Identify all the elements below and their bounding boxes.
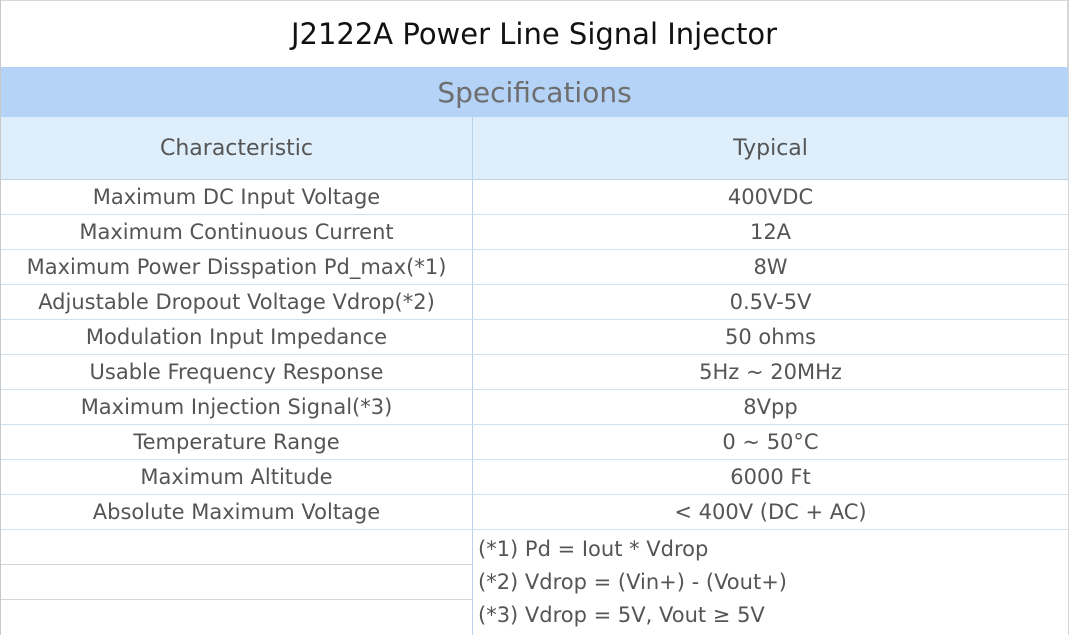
column-header-typical: Typical: [733, 135, 808, 161]
typical-cell: 50 ohms: [725, 325, 816, 349]
characteristic-cell: Maximum Continuous Current: [1, 215, 473, 249]
table-row: Maximum Power Disspation Pd_max(*1) 8W: [1, 250, 1068, 285]
typical-cell: 8W: [753, 255, 788, 279]
typical-cell: 6000 Ft: [730, 465, 811, 489]
characteristic-cell: Absolute Maximum Voltage: [1, 495, 473, 529]
spec-table-body: Maximum DC Input Voltage 400VDC Maximum …: [1, 180, 1068, 530]
characteristic-cell: Maximum Power Disspation Pd_max(*1): [1, 250, 473, 284]
characteristic-cell: Maximum DC Input Voltage: [1, 180, 473, 214]
typical-cell: 0.5V-5V: [729, 290, 812, 314]
characteristic-cell: Modulation Input Impedance: [1, 320, 473, 354]
typical-cell: < 400V (DC + AC): [674, 500, 867, 524]
characteristic-cell: Maximum Altitude: [1, 460, 473, 494]
typical-cell: 5Hz ~ 20MHz: [699, 360, 842, 384]
table-row: Maximum Altitude 6000 Ft: [1, 460, 1068, 495]
characteristic-cell: Usable Frequency Response: [1, 355, 473, 389]
table-row: Maximum Continuous Current 12A: [1, 215, 1068, 250]
characteristic-cell: Maximum Injection Signal(*3): [1, 390, 473, 424]
table-row: Temperature Range 0 ~ 50°C: [1, 425, 1068, 460]
footnote-3: (*3) Vdrop = 5V, Vout ≥ 5V: [478, 602, 765, 627]
table-row: Adjustable Dropout Voltage Vdrop(*2) 0.5…: [1, 285, 1068, 320]
footnotes: (*1) Pd = Iout * Vdrop (*2) Vdrop = (Vin…: [1, 530, 1068, 635]
blank-cell: [1, 530, 472, 565]
footnotes-list: (*1) Pd = Iout * Vdrop (*2) Vdrop = (Vin…: [473, 530, 1068, 635]
footnote-2: (*2) Vdrop = (Vin+) - (Vout+): [478, 569, 787, 594]
table-row: Absolute Maximum Voltage < 400V (DC + AC…: [1, 495, 1068, 530]
typical-cell: 400VDC: [727, 185, 814, 209]
table-header: Characteristic Typical: [1, 117, 1068, 180]
footnotes-blank-column: [1, 530, 473, 635]
document-title: J2122A Power Line Signal Injector: [1, 0, 1068, 67]
table-row: Maximum DC Input Voltage 400VDC: [1, 180, 1068, 215]
typical-cell: 12A: [749, 220, 792, 244]
column-header-characteristic: Characteristic: [1, 117, 473, 179]
blank-cell: [1, 565, 472, 600]
blank-cell: [1, 600, 472, 635]
characteristic-cell: Temperature Range: [1, 425, 473, 459]
section-heading: Specifications: [1, 67, 1068, 117]
table-row: Maximum Injection Signal(*3) 8Vpp: [1, 390, 1068, 425]
footnote-1: (*1) Pd = Iout * Vdrop: [478, 536, 709, 561]
table-row: Usable Frequency Response 5Hz ~ 20MHz: [1, 355, 1068, 390]
typical-cell: 8Vpp: [743, 395, 798, 419]
characteristic-cell: Adjustable Dropout Voltage Vdrop(*2): [1, 285, 473, 319]
table-row: Modulation Input Impedance 50 ohms: [1, 320, 1068, 355]
typical-cell: 0 ~ 50°C: [722, 430, 819, 454]
